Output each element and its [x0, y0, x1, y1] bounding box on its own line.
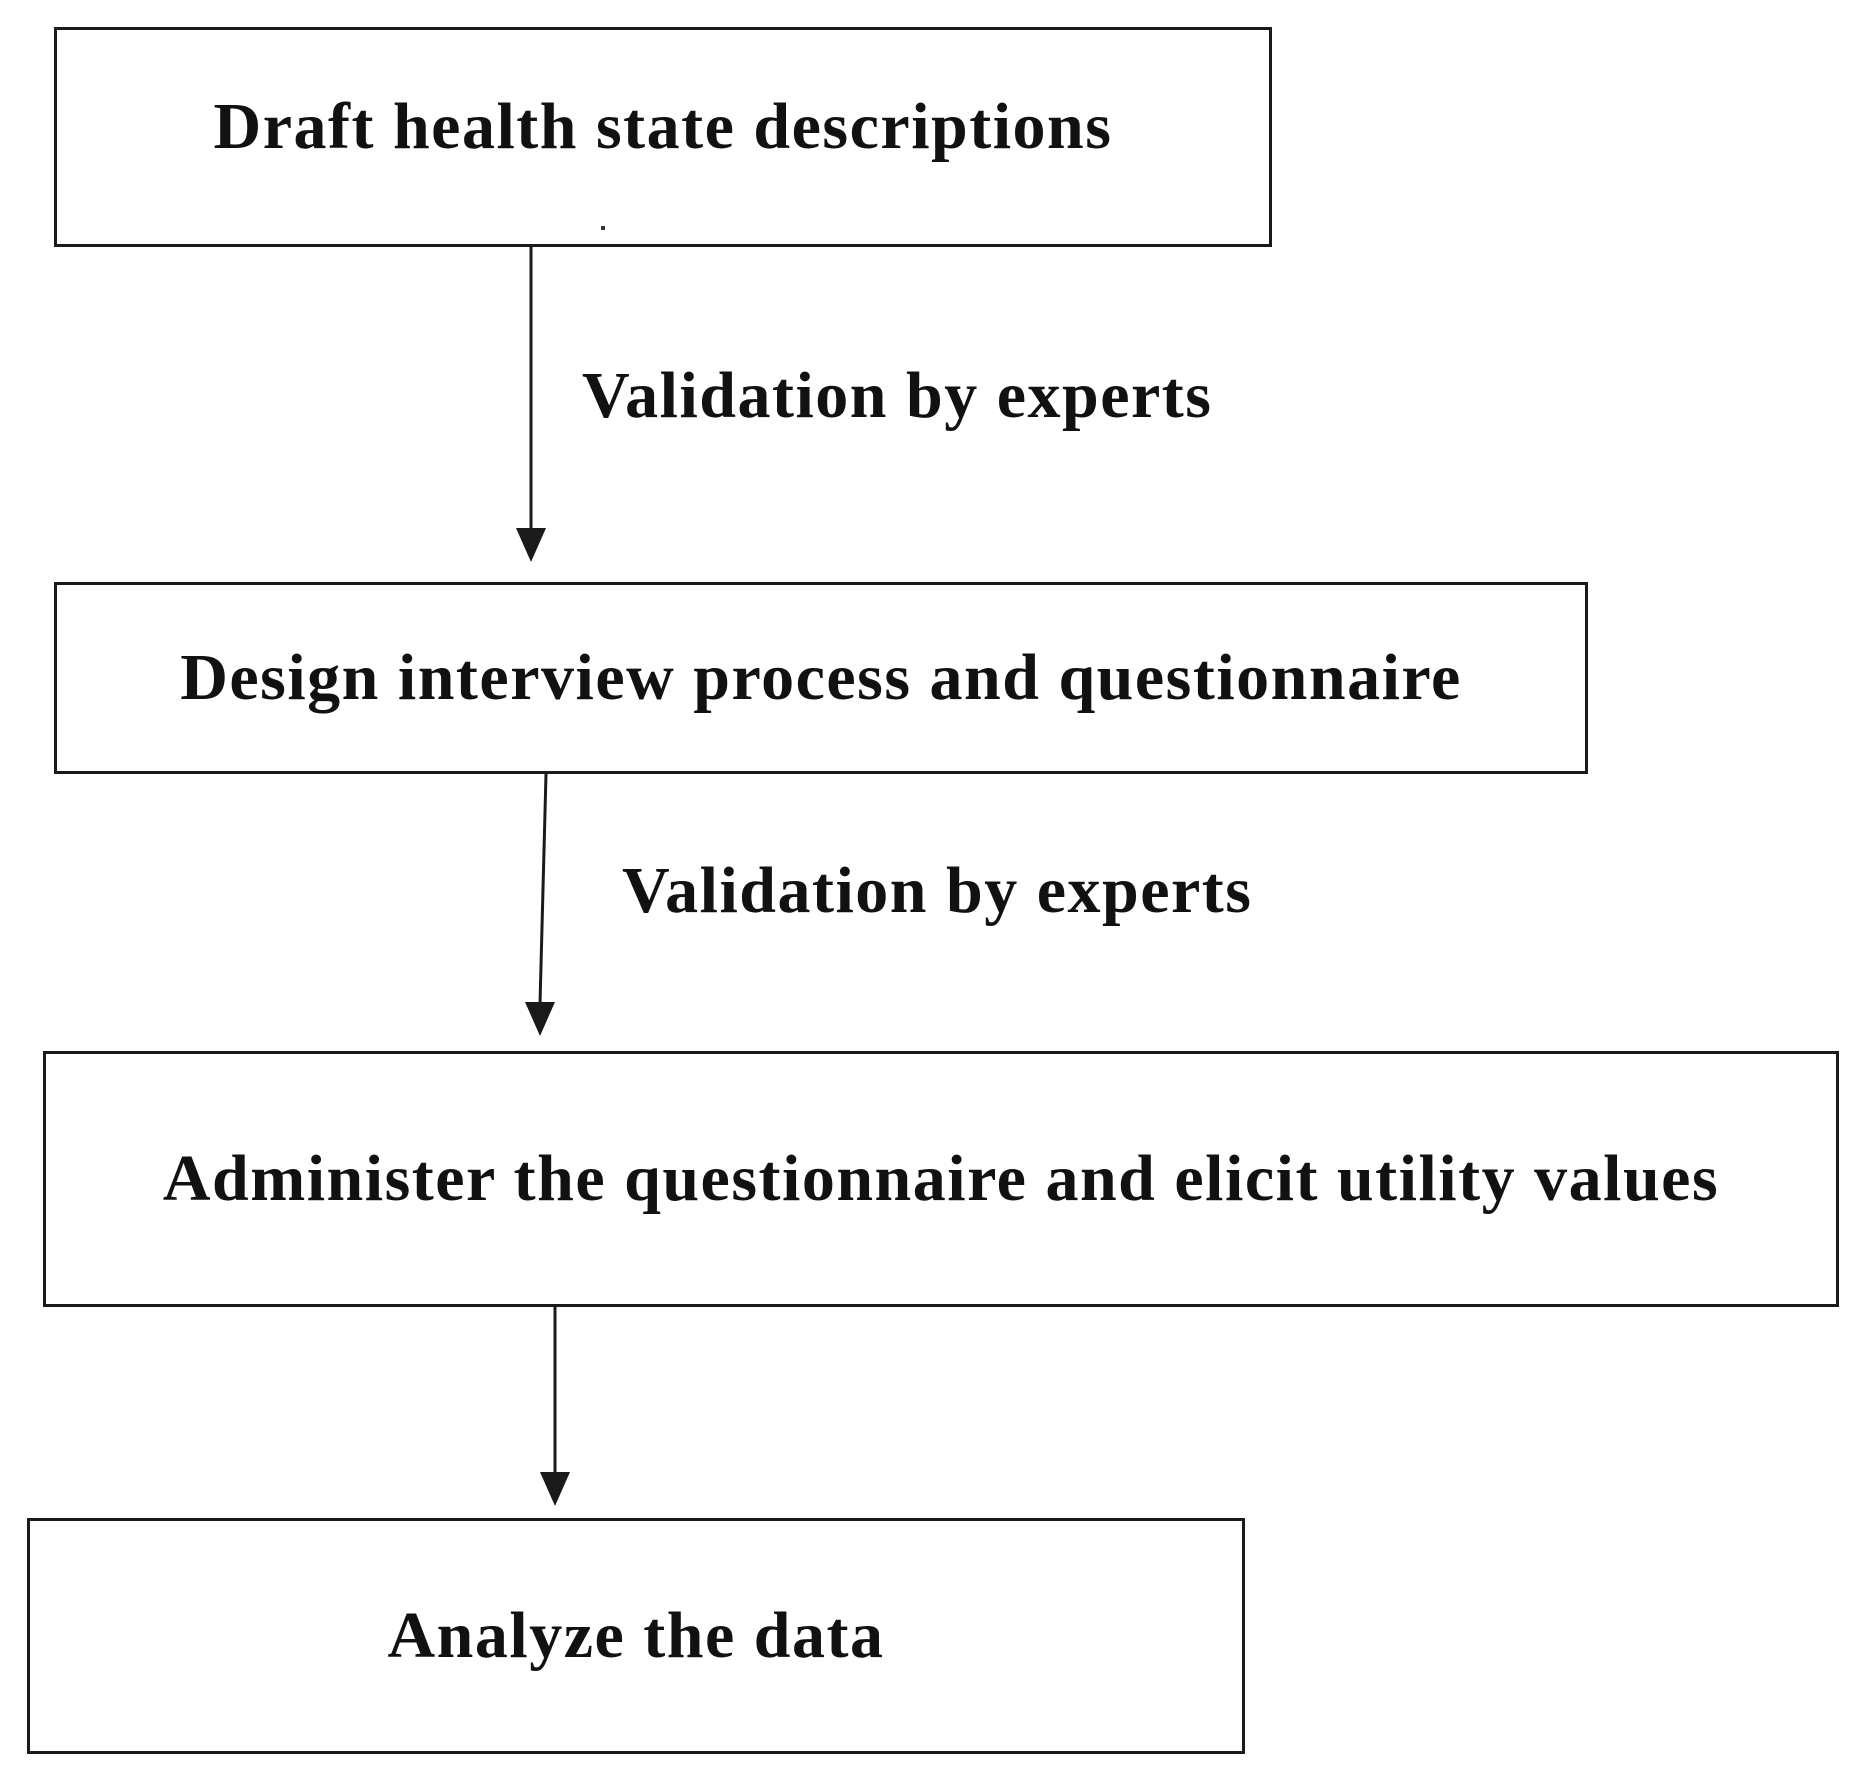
arrow-3-head [540, 1472, 570, 1506]
step-analyze-data: Analyze the data [27, 1518, 1245, 1754]
step-label: Draft health state descriptions [213, 90, 1113, 163]
arrow-1-head [516, 528, 546, 562]
step-administer-questionnaire: Administer the questionnaire and elicit … [43, 1051, 1839, 1307]
edge-label-validation-2: Validation by experts [622, 854, 1253, 927]
step-design-interview: Design interview process and questionnai… [54, 582, 1588, 774]
arrow-2-head [525, 1002, 555, 1036]
step-label: Design interview process and questionnai… [180, 641, 1462, 714]
edge-label-validation-1: Validation by experts [582, 359, 1213, 432]
step-label: Administer the questionnaire and elicit … [162, 1142, 1720, 1215]
stray-dot [601, 226, 605, 230]
step-label: Analyze the data [387, 1599, 885, 1672]
step-draft-descriptions: Draft health state descriptions [54, 27, 1272, 247]
arrow-2-line [538, 773, 548, 1005]
